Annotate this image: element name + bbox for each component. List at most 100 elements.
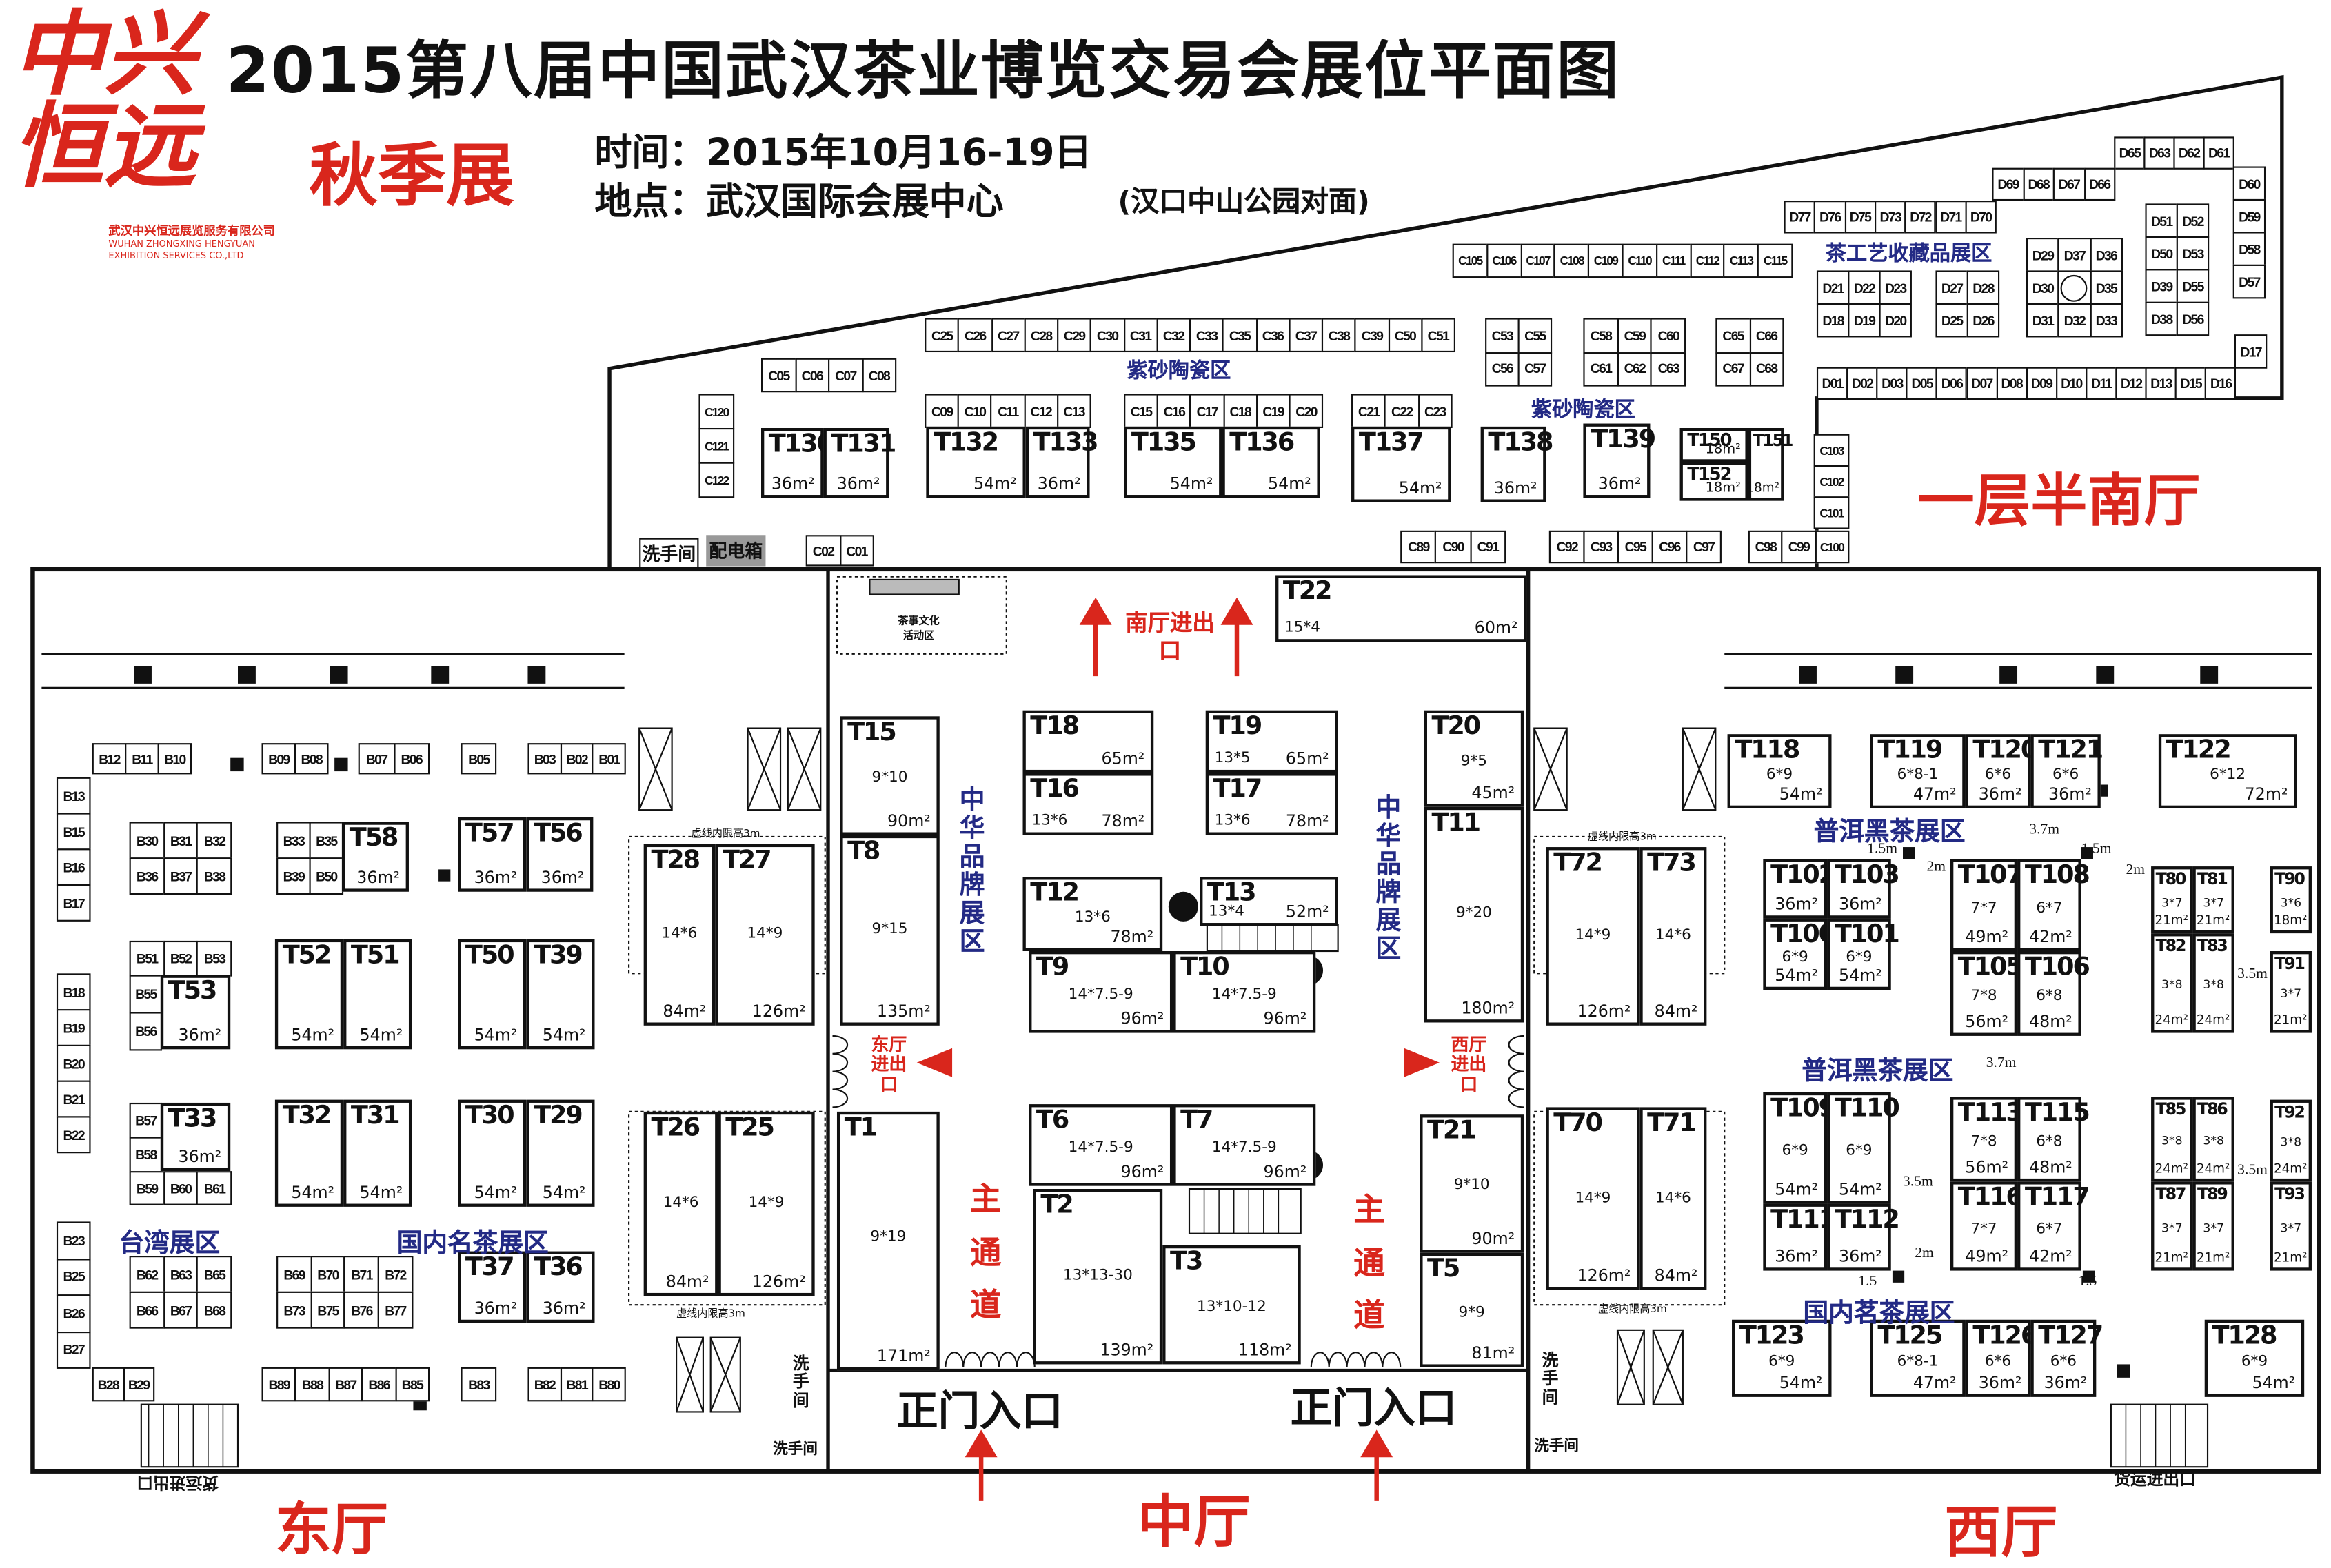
stall-c01[interactable]: C01 [839, 535, 874, 567]
stall-b71[interactable]: B71 [343, 1256, 380, 1293]
stall-d56[interactable]: D56 [2176, 301, 2210, 336]
stall-b59[interactable]: B59 [129, 1171, 165, 1205]
stall-b50[interactable]: B50 [309, 857, 344, 895]
stall-b65[interactable]: B65 [196, 1256, 232, 1293]
stall-c13[interactable]: C13 [1056, 394, 1091, 428]
stall-b70[interactable]: B70 [310, 1256, 346, 1293]
stall-d37[interactable]: D37 [2057, 238, 2091, 272]
stall-b06[interactable]: B06 [393, 743, 430, 775]
stall-d30[interactable]: D30 [2026, 270, 2060, 305]
stall-b16[interactable]: B16 [56, 848, 91, 886]
stall-c102[interactable]: C102 [1813, 465, 1850, 498]
stall-d53[interactable]: D53 [2176, 236, 2210, 271]
stall-b07[interactable]: B07 [358, 743, 395, 775]
stall-d32[interactable]: D32 [2057, 303, 2091, 338]
stall-b80[interactable]: B80 [592, 1367, 626, 1402]
stall-b52[interactable]: B52 [163, 940, 199, 977]
stall-d19[interactable]: D19 [1848, 303, 1881, 338]
stall-d17[interactable]: D17 [2234, 334, 2268, 369]
stall-c100[interactable]: C100 [1814, 530, 1850, 564]
stall-c26[interactable]: C26 [958, 318, 993, 353]
stall-d52[interactable]: D52 [2176, 203, 2210, 238]
stall-d21[interactable]: D21 [1816, 270, 1850, 305]
stall-b23[interactable]: B23 [56, 1221, 91, 1260]
stall-b01[interactable]: B01 [592, 743, 626, 775]
stall-c66[interactable]: C66 [1748, 318, 1784, 354]
stall-b32[interactable]: B32 [196, 822, 232, 859]
stall-c31[interactable]: C31 [1123, 318, 1158, 353]
stall-b73[interactable]: B73 [276, 1291, 312, 1329]
stall-b77[interactable]: B77 [377, 1291, 413, 1329]
stall-c59[interactable]: C59 [1617, 318, 1653, 354]
stall-c58[interactable]: C58 [1583, 318, 1619, 354]
stall-c106[interactable]: C106 [1486, 243, 1522, 278]
stall-d33[interactable]: D33 [2089, 303, 2123, 338]
stall-d70[interactable]: D70 [1965, 201, 1997, 234]
stall-c121[interactable]: C121 [698, 428, 735, 464]
stall-b13[interactable]: B13 [56, 777, 91, 815]
stall-c63[interactable]: C63 [1651, 351, 1686, 387]
stall-b10[interactable]: B10 [157, 743, 192, 775]
stall-d09[interactable]: D09 [2026, 367, 2057, 400]
stall-b29[interactable]: B29 [122, 1367, 155, 1402]
stall-c06[interactable]: C06 [794, 358, 830, 393]
stall-b69[interactable]: B69 [276, 1256, 312, 1293]
stall-c108[interactable]: C108 [1554, 243, 1590, 278]
stall-c99[interactable]: C99 [1781, 530, 1817, 564]
stall-c109[interactable]: C109 [1588, 243, 1624, 278]
stall-c89[interactable]: C89 [1400, 530, 1437, 564]
stall-c97[interactable]: C97 [1686, 530, 1722, 564]
stall-b22[interactable]: B22 [56, 1116, 91, 1154]
stall-c22[interactable]: C22 [1384, 394, 1420, 428]
stall-b17[interactable]: B17 [56, 884, 91, 922]
stall-d18[interactable]: D18 [1816, 303, 1850, 338]
stall-c39[interactable]: C39 [1354, 318, 1390, 353]
stall-d61[interactable]: D61 [2203, 136, 2234, 170]
stall-d72[interactable]: D72 [1904, 201, 1937, 234]
stall-b55[interactable]: B55 [129, 975, 163, 1014]
stall-c68[interactable]: C68 [1748, 351, 1784, 387]
stall-d06[interactable]: D06 [1936, 367, 1968, 400]
stall-c27[interactable]: C27 [991, 318, 1026, 353]
stall-d05[interactable]: D05 [1906, 367, 1938, 400]
stall-b87[interactable]: B87 [328, 1367, 363, 1402]
stall-d27[interactable]: D27 [1935, 270, 1968, 305]
stall-d71[interactable]: D71 [1935, 201, 1967, 234]
stall-b26[interactable]: B26 [56, 1294, 91, 1333]
stall-c103[interactable]: C103 [1813, 434, 1850, 467]
stall-c65[interactable]: C65 [1715, 318, 1750, 354]
